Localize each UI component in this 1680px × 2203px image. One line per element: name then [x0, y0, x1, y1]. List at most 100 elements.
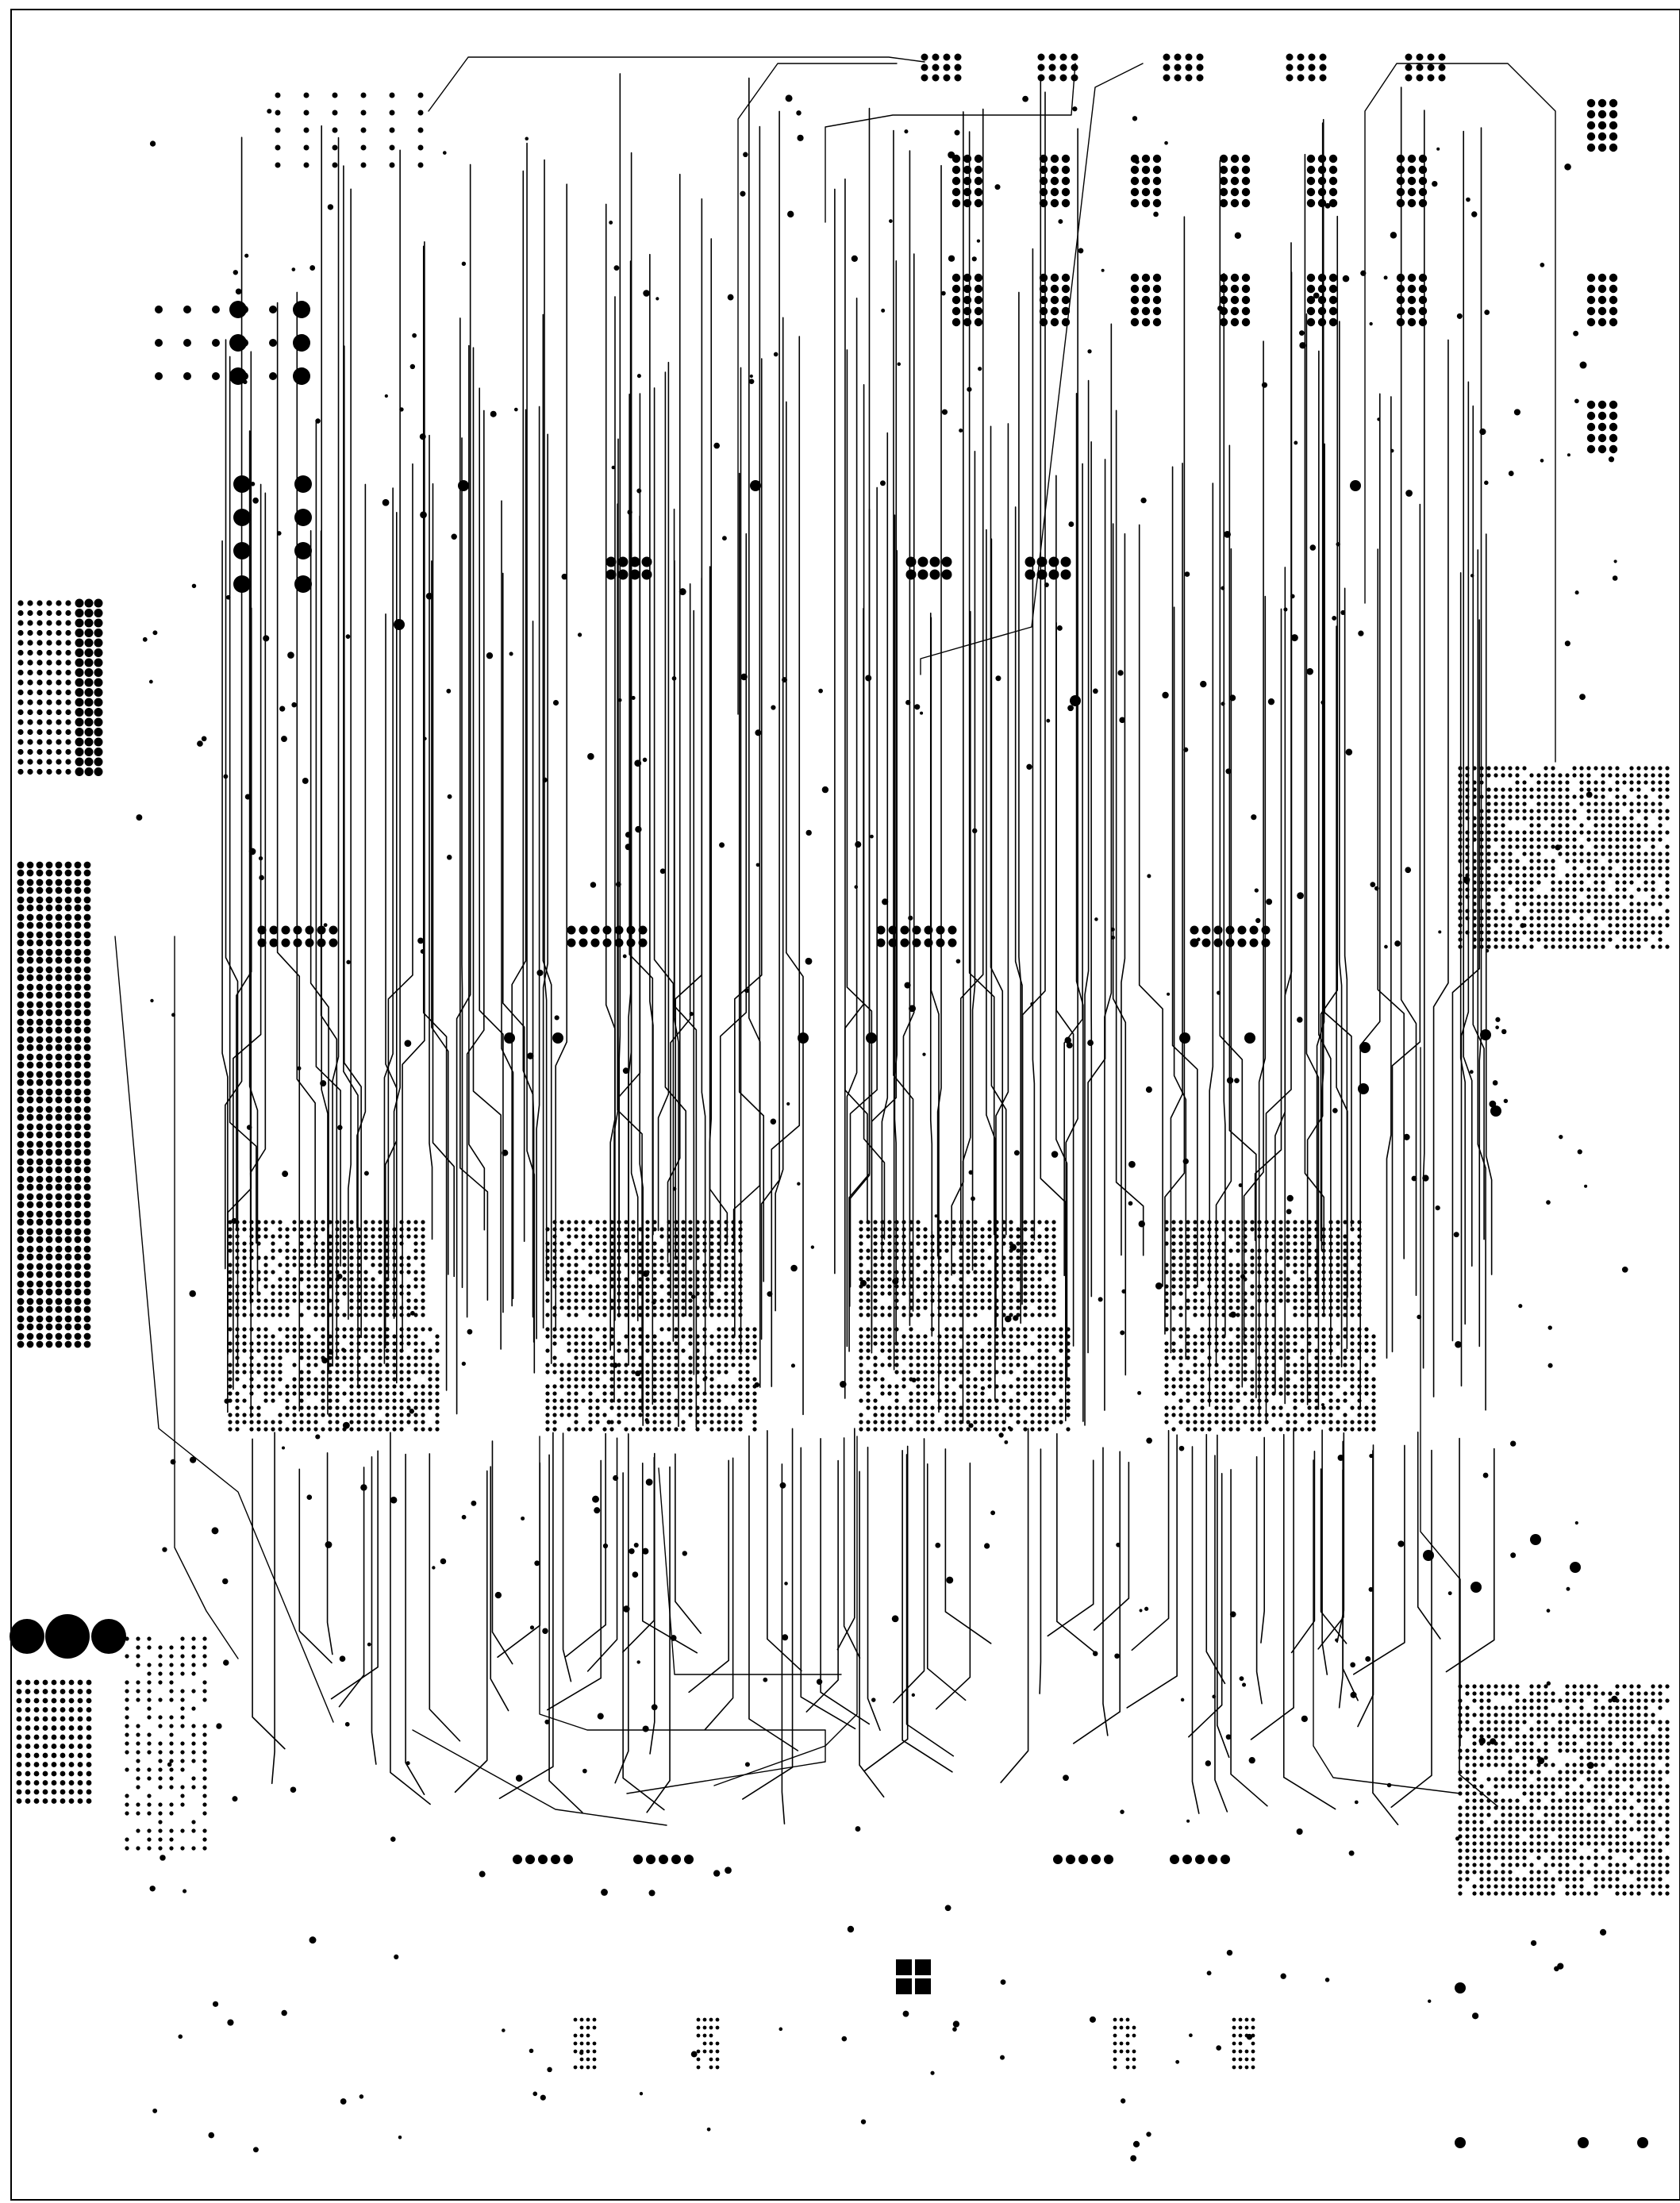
lower-pad-row-2 [1053, 1855, 1113, 1864]
signal-trace [738, 472, 765, 1282]
sparse-pad [1063, 1774, 1069, 1782]
sparse-pad [790, 1264, 798, 1272]
sparse-pad [855, 1826, 861, 1832]
signal-trace-lower [371, 1455, 377, 1765]
sparse-pad [223, 1659, 229, 1666]
sparse-pad [1309, 544, 1317, 551]
signal-trace [472, 347, 502, 1350]
sparse-pad [1226, 1077, 1234, 1084]
sparse-pad [998, 1432, 1004, 1438]
signal-trace-lower [1102, 1447, 1109, 1736]
sparse-pad [1132, 2140, 1140, 2147]
sparse-pad [515, 1774, 523, 1782]
signal-trace [385, 613, 398, 1384]
signal-trace-lower [1214, 1455, 1228, 1813]
signal-trace-lower [1352, 1444, 1405, 1675]
sparse-pad [1332, 615, 1337, 621]
signal-trace-lower [271, 1432, 275, 1785]
signal-trace-lower [935, 1462, 971, 1710]
via-large-10 [552, 1032, 563, 1044]
sparse-pad [328, 1349, 334, 1355]
sparse-pad [1478, 1737, 1486, 1744]
sparse-pad [1146, 1437, 1152, 1444]
signal-trace [1478, 127, 1482, 1348]
sparse-pad [1540, 459, 1544, 463]
signal-trace-lower [405, 1453, 425, 1795]
sparse-pad [744, 1762, 750, 1767]
sparse-pad [1422, 1175, 1429, 1182]
signal-trace [225, 339, 239, 1367]
sparse-pad [816, 1678, 823, 1685]
left-fanout [174, 936, 239, 1659]
sparse-pad [1178, 1445, 1185, 1451]
signal-trace [629, 393, 654, 1405]
sparse-pad [211, 1527, 219, 1535]
via-large-4 [1070, 695, 1081, 706]
signal-trace [848, 107, 871, 1307]
signal-trace [343, 165, 359, 1388]
sparse-pad [297, 1066, 302, 1071]
sparse-pad [1577, 1149, 1582, 1155]
lower-footprint-0 [573, 2017, 597, 2070]
sparse-pad [1153, 211, 1159, 217]
sparse-pad [860, 2119, 867, 2124]
sparse-pad [1167, 992, 1171, 996]
sparse-pad [1417, 1314, 1422, 1320]
sparse-pad [840, 1381, 847, 1388]
mid-row-1 [905, 556, 952, 580]
sparse-pad [954, 129, 960, 136]
sparse-pad [216, 1723, 222, 1729]
sparse-pad [287, 652, 294, 659]
sparse-pad [1234, 1078, 1240, 1084]
sparse-pad [267, 109, 272, 114]
sparse-pad [250, 482, 256, 486]
sparse-pad [258, 855, 263, 861]
signal-trace [249, 606, 252, 1418]
sparse-pad [713, 442, 721, 449]
via-large-19 [1455, 1982, 1466, 1993]
sparse-pad [432, 1566, 436, 1570]
sparse-pad [920, 711, 924, 715]
sparse-pad [682, 1551, 687, 1556]
signal-trace-lower [1260, 1436, 1265, 1644]
signal-trace [1265, 242, 1292, 1422]
signal-trace [971, 451, 976, 1271]
signal-trace [236, 607, 252, 1228]
signal-trace [233, 483, 262, 1390]
lower-left-pins [125, 1636, 207, 1851]
sparse-pad [409, 363, 416, 370]
sparse-pad [1092, 1651, 1098, 1656]
sparse-pad [622, 1605, 630, 1613]
sparse-pad [643, 290, 650, 297]
sparse-pad [1251, 814, 1257, 821]
sparse-pad [627, 509, 632, 515]
sparse-pad [461, 1361, 466, 1367]
sparse-pad [252, 497, 259, 504]
sparse-pad [1051, 1151, 1059, 1158]
sparse-pad [1453, 1232, 1459, 1238]
signal-trace [719, 532, 748, 1282]
signal-trace-lower [767, 1430, 802, 1672]
sparse-pad [810, 1245, 815, 1249]
signal-trace [1055, 621, 1075, 1347]
signal-trace-lower [390, 1432, 431, 1805]
signal-trace [760, 110, 780, 1340]
sparse-pad [1280, 1973, 1286, 1979]
sparse-pad [1438, 930, 1442, 934]
edge-connector-left-upper [17, 600, 71, 775]
sparse-pad [1183, 747, 1189, 752]
sparse-pad [633, 1543, 639, 1548]
signal-trace [1021, 91, 1046, 1255]
sparse-pad [655, 297, 659, 301]
signal-trace-lower [1357, 1444, 1374, 1728]
sparse-pad [797, 1182, 801, 1186]
signal-trace [849, 486, 878, 1288]
sparse-pad [612, 1362, 618, 1368]
signal-trace-lower [1417, 1431, 1441, 1640]
sparse-pad [1564, 640, 1570, 647]
sparse-pad [248, 848, 256, 855]
sparse-pad [980, 1386, 986, 1390]
sparse-pad [1261, 382, 1268, 388]
sparse-pad [160, 1855, 166, 1861]
sparse-pad [1221, 702, 1225, 706]
